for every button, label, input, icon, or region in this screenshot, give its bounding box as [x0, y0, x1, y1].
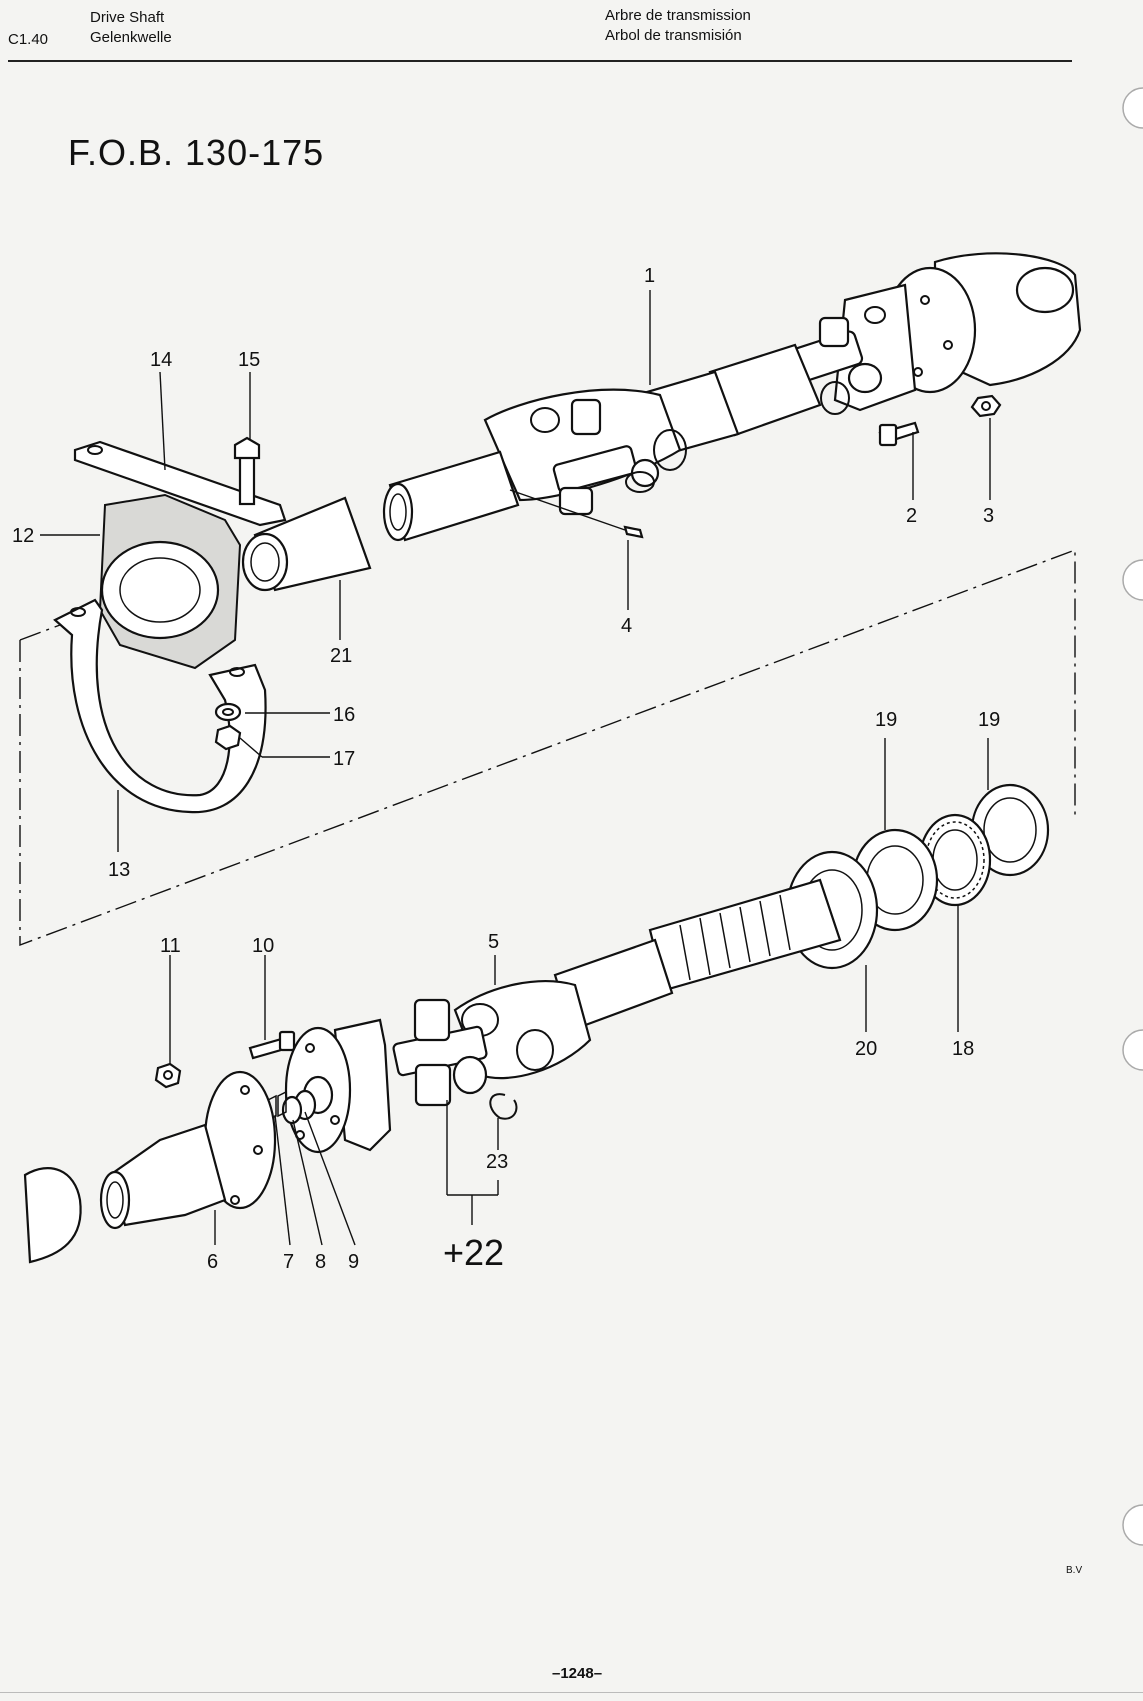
- label-part-2: 2: [906, 505, 917, 527]
- nut-3: [970, 394, 1002, 418]
- punch-hole-3: [1122, 1029, 1143, 1071]
- rubber-insulator: [100, 540, 220, 640]
- label-part-18: 18: [952, 1038, 974, 1060]
- support-strap-13: [53, 598, 267, 814]
- label-part-13: 13: [108, 859, 130, 881]
- page-number: –1248–: [552, 1665, 603, 1682]
- bracket-plate-14: [73, 440, 287, 527]
- label-part-9: 9: [348, 1251, 359, 1273]
- bottom-rule: [0, 1692, 1143, 1693]
- model-title: F.O.B. 130-175: [68, 132, 325, 173]
- washer-16: [214, 702, 242, 722]
- label-part-21: 21: [330, 645, 352, 667]
- part-number-labels: 1 2 3 4 5 6 7 8 9 10 11 12 13 14 15 16 1…: [12, 265, 1000, 1273]
- label-part-23: 23: [486, 1151, 508, 1173]
- label-part-12: 12: [12, 525, 34, 547]
- label-part-3: 3: [983, 505, 994, 527]
- punch-holes: [1122, 87, 1143, 1546]
- assembly-frame-line-2: [19, 624, 61, 641]
- label-part-5: 5: [488, 931, 499, 953]
- label-part-7: 7: [283, 1251, 294, 1273]
- label-part-8: 8: [315, 1251, 326, 1273]
- rear-shaft-end: [23, 1167, 82, 1264]
- title-spanish: Arbol de transmisión: [605, 27, 742, 44]
- label-part-10: 10: [252, 935, 274, 957]
- bolt-15: [238, 450, 256, 506]
- label-part-17: 17: [333, 748, 355, 770]
- universal-cross: [552, 445, 638, 493]
- label-part-19-left: 19: [875, 709, 897, 731]
- label-part-4: 4: [621, 615, 632, 637]
- label-part-22: +22: [443, 1232, 504, 1273]
- punch-hole-2: [1122, 559, 1143, 601]
- nut-17: [214, 724, 242, 751]
- punch-hole-4: [1122, 1504, 1143, 1546]
- label-part-16: 16: [333, 704, 355, 726]
- circlip-23: [489, 1093, 518, 1120]
- section-code: C1.40: [8, 31, 49, 48]
- flange-hub: [108, 1123, 227, 1227]
- label-part-11: 11: [160, 935, 181, 957]
- grease-nipple-4: [623, 525, 644, 539]
- header-rule: [8, 60, 1072, 62]
- leader-lines: [40, 290, 991, 1246]
- splined-sleeve-end: [382, 482, 414, 542]
- punch-hole-1: [1122, 87, 1143, 129]
- label-part-15: 15: [238, 349, 260, 371]
- assembly-frame-line: [19, 548, 1076, 947]
- title-german: Gelenkwelle: [90, 29, 172, 46]
- lower-drive-shaft: [23, 783, 1050, 1264]
- nut-11: [154, 1062, 182, 1089]
- transmission-output: [1015, 266, 1075, 314]
- label-part-6: 6: [207, 1251, 218, 1273]
- title-french: Arbre de transmission: [605, 7, 751, 24]
- center-bearing-support: [53, 436, 372, 814]
- label-part-14: 14: [150, 349, 172, 371]
- label-part-1: 1: [644, 265, 655, 287]
- seal-8: [281, 1095, 303, 1125]
- title-english: Drive Shaft: [90, 9, 165, 26]
- bv-mark: B.V: [1066, 1565, 1083, 1576]
- label-part-20: 20: [855, 1038, 877, 1060]
- flange-yoke-lower: [333, 1018, 392, 1152]
- label-part-19-right: 19: [978, 709, 1000, 731]
- upper-drive-shaft: [382, 252, 1082, 542]
